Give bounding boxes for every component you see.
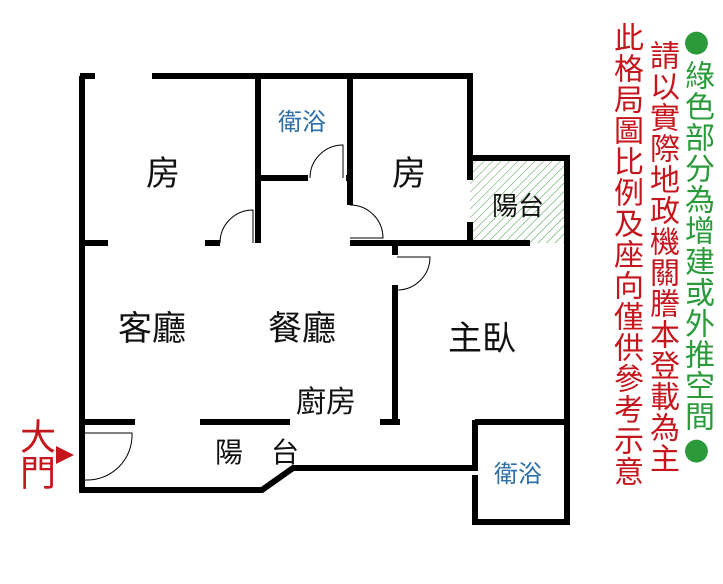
room-bathroom-2: 衛浴 xyxy=(494,460,542,488)
note-disclaimer: 此格局圖比例及座向僅供參考示意 xyxy=(608,22,643,487)
room-bedroom-2: 房 xyxy=(392,154,426,194)
note-green-area: ●綠色部分為增建或外推空間● xyxy=(679,24,714,468)
added-space-hatch xyxy=(470,158,567,243)
room-dining: 餐廳 xyxy=(268,309,336,349)
room-bathroom-1: 衛浴 xyxy=(278,108,326,136)
room-master-bedroom: 主臥 xyxy=(448,319,516,359)
room-bedroom-1: 房 xyxy=(146,154,180,194)
room-living: 客廳 xyxy=(118,309,186,349)
note-official-records: 請以實際地政機關謄本登載為主 xyxy=(644,40,679,474)
walls xyxy=(79,73,570,525)
entrance-arrow-icon xyxy=(56,446,74,464)
door-swings xyxy=(84,144,431,481)
room-balcony-main: 陽 台 xyxy=(215,436,299,469)
entrance-label: 大門 xyxy=(14,418,55,490)
room-balcony-small: 陽台 xyxy=(492,192,544,222)
room-kitchen: 廚房 xyxy=(296,385,356,420)
